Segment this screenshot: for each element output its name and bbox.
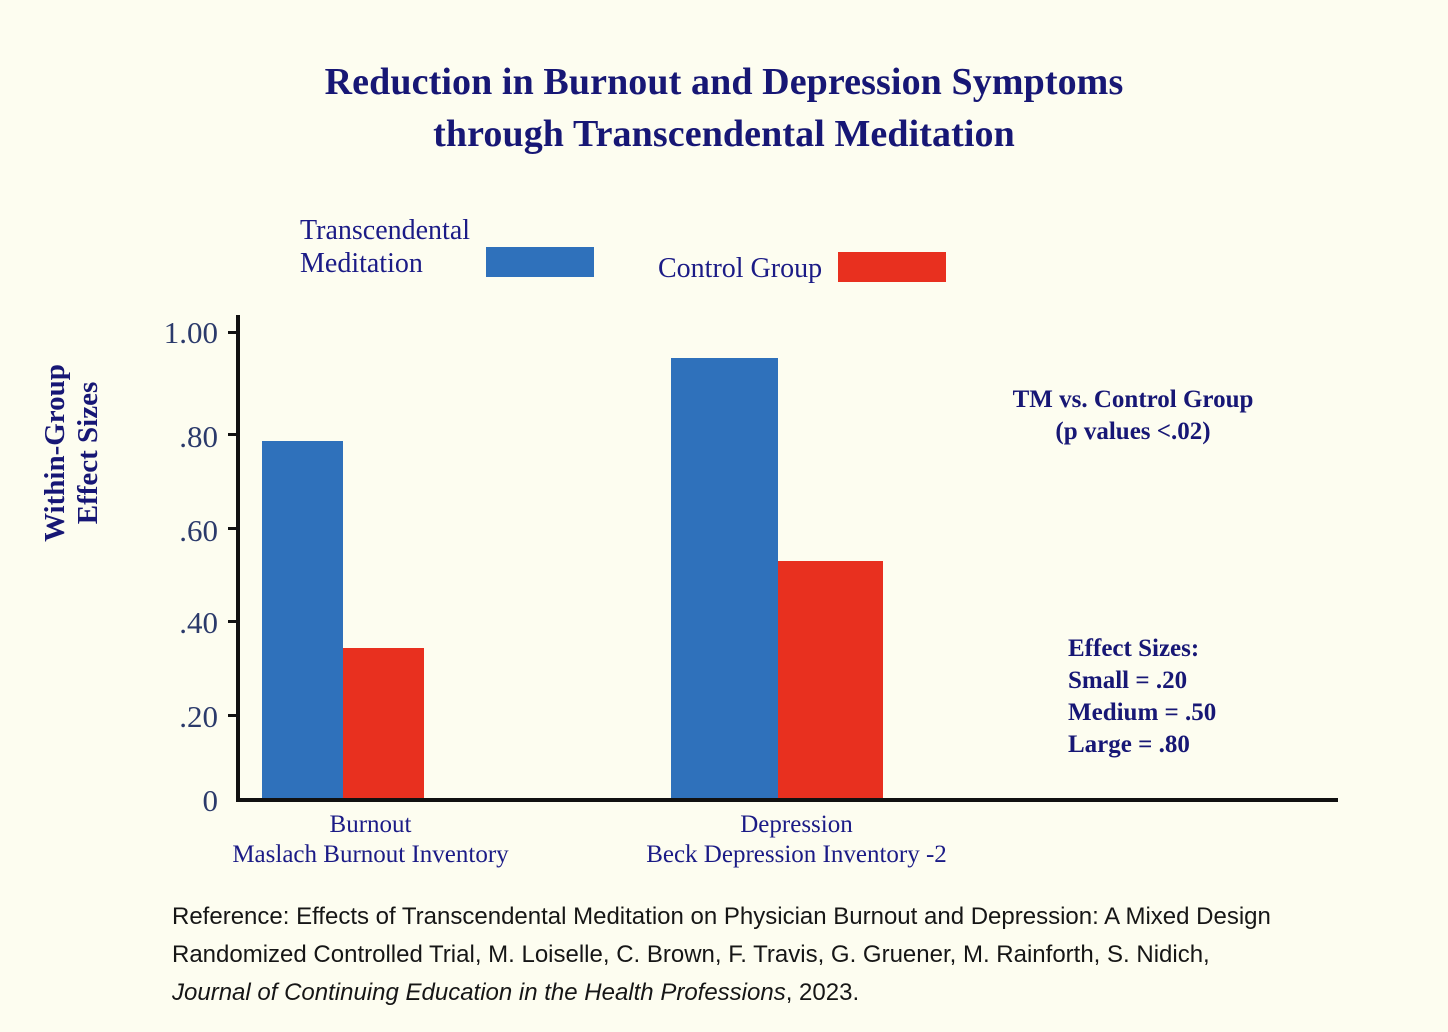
legend-swatch-transcendental-meditation [486, 247, 595, 277]
y-axis-line [236, 315, 240, 800]
reference-year: , 2023. [785, 979, 860, 1006]
reference-line-1: Reference: Effects of Transcendental Med… [172, 903, 1271, 930]
y-tick-label-0.20: .20 [179, 699, 218, 734]
reference-journal-name: Journal of Continuing Education in the H… [172, 979, 786, 1006]
bar-burnout-control-group [343, 648, 424, 798]
legend-label-control-group: Control Group [658, 253, 823, 284]
legend-item-control-group: Control Group [658, 252, 947, 285]
y-tick-label-0.80: .80 [179, 419, 218, 454]
y-tick-label-1.00: 1.00 [163, 315, 218, 350]
bar-depression-transcendental-meditation [671, 358, 778, 798]
reference-line-2: Randomized Controlled Trial, M. Loiselle… [172, 941, 1210, 968]
bar-depression-control-group [778, 561, 883, 798]
annotation-effect-sizes: Effect Sizes: Small = .20 Medium = .50 L… [1068, 635, 1217, 758]
reference-citation: Reference: Effects of Transcendental Med… [172, 898, 1382, 1012]
y-axis-title: Within-Group Effect Sizes [39, 364, 104, 542]
y-tick-label-0.60: .60 [179, 513, 218, 548]
title-line-1: Reduction in Burnout and Depression Symp… [324, 61, 1124, 103]
reference-line-3: Journal of Continuing Education in the H… [172, 974, 1382, 1012]
y-tick-mark-2 [228, 433, 237, 436]
y-tick-label-0.40: .40 [179, 605, 218, 640]
x-axis-line [236, 798, 1338, 802]
annotation-p-values: TM vs. Control Group (p values <.02) [1012, 386, 1254, 445]
legend-item-transcendental-meditation: Transcendental Meditation [300, 214, 595, 280]
y-tick-mark-4 [228, 620, 237, 623]
y-tick-label-0: 0 [202, 783, 219, 818]
plot-area [228, 315, 1338, 802]
y-axis-tick-labels: 1.00 .80 .60 .40 .20 0 [100, 315, 218, 816]
x-category-label-burnout: Burnout Maslach Burnout Inventory [232, 811, 509, 868]
bar-burnout-transcendental-meditation [262, 440, 343, 798]
y-tick-mark-1 [228, 331, 237, 334]
title-line-2: through Transcendental Meditation [433, 113, 1015, 155]
page-title: Reduction in Burnout and Depression Symp… [0, 56, 1448, 160]
y-tick-mark-5 [228, 714, 237, 717]
chart-legend: Transcendental Meditation Control Group [300, 214, 1020, 290]
x-category-label-depression: Depression Beck Depression Inventory -2 [646, 811, 947, 868]
y-tick-mark-3 [228, 527, 237, 530]
legend-swatch-control-group [838, 252, 947, 282]
legend-label-transcendental-meditation: Transcendental Meditation [300, 215, 471, 279]
